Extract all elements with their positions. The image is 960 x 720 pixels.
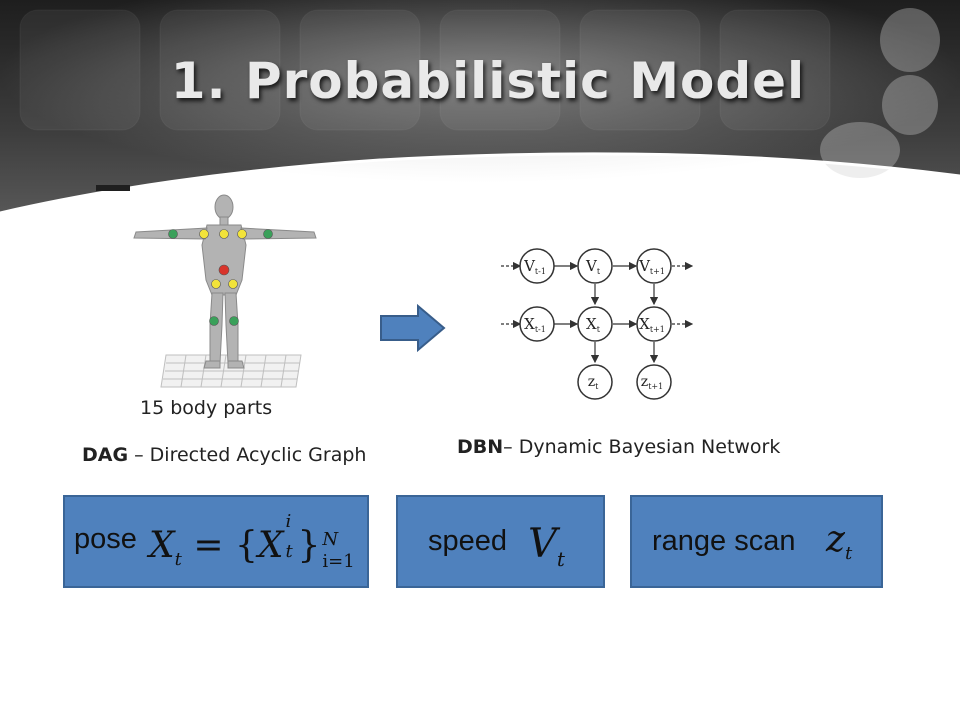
dbn-caption: DBN– Dynamic Bayesian Network xyxy=(457,436,780,458)
node-subscript: t xyxy=(595,382,599,391)
svg-text:Xt: Xt xyxy=(586,315,601,334)
right-arrow-icon xyxy=(380,303,446,353)
dag-abbreviation: DAG xyxy=(82,444,129,466)
svg-text:Vt+1: Vt+1 xyxy=(638,257,665,276)
dbn-node-x-next xyxy=(636,306,672,342)
formula-subscript: t xyxy=(174,549,182,571)
formula-subscript: t xyxy=(556,547,565,571)
formula-subscript: t xyxy=(844,543,853,565)
node-label: X xyxy=(586,315,597,333)
range-scan-box: range scan zt xyxy=(630,495,883,588)
dbn-description: – Dynamic Bayesian Network xyxy=(503,436,781,458)
node-label: V xyxy=(585,257,598,275)
human-body-model-figure xyxy=(96,185,317,388)
node-label: z xyxy=(588,374,595,390)
formula-subscript: t xyxy=(285,541,293,562)
pose-label: pose xyxy=(74,523,137,555)
formula-variable: X xyxy=(257,525,284,566)
speed-label: speed xyxy=(428,525,508,557)
node-subscript: t-1 xyxy=(535,325,546,334)
node-subscript: t xyxy=(597,325,601,334)
dag-caption: DAG – Directed Acyclic Graph xyxy=(82,444,366,466)
dbn-node-x-prev xyxy=(519,306,555,342)
speed-box: speed Vt xyxy=(396,495,605,588)
image-edge-mark xyxy=(96,185,130,191)
formula-superscript: i xyxy=(285,511,292,532)
range-scan-formula: zt xyxy=(826,519,852,564)
header-banner xyxy=(0,0,960,215)
body-parts-caption: 15 body parts xyxy=(140,397,273,419)
node-label: V xyxy=(523,257,536,275)
dbn-node-x-cur xyxy=(577,306,613,342)
svg-text:Xt+1: Xt+1 xyxy=(639,315,665,334)
node-label: X xyxy=(524,315,535,333)
range-scan-label: range scan xyxy=(652,525,796,557)
node-label: V xyxy=(638,257,651,275)
body-silhouette xyxy=(133,194,317,369)
ground-grid xyxy=(160,354,302,388)
slide-title: 1. Probabilistic Model xyxy=(170,52,806,110)
svg-text:Xt-1: Xt-1 xyxy=(524,315,546,334)
node-subscript: t-1 xyxy=(535,267,546,276)
dag-description: – Directed Acyclic Graph xyxy=(128,444,367,466)
formula-upper-limit: N xyxy=(322,529,339,550)
node-subscript: t+1 xyxy=(648,382,663,391)
dbn-abbreviation: DBN xyxy=(457,436,504,458)
body-joint-markers xyxy=(168,229,273,326)
dbn-node-v-prev xyxy=(519,248,555,284)
dbn-node-z-cur xyxy=(577,364,613,400)
formula-variable: V xyxy=(528,521,557,567)
node-subscript: t+1 xyxy=(650,325,665,334)
dbn-node-v-next xyxy=(636,248,672,284)
formula-equals: = xyxy=(193,525,224,566)
dbn-node-v-cur xyxy=(577,248,613,284)
svg-text:zt+1: zt+1 xyxy=(641,374,663,391)
dbn-diagram: Vt-1 Vt Vt+1 Xt-1 Xt Xt+1 zt zt+1 xyxy=(501,248,694,400)
node-label: X xyxy=(639,315,650,333)
node-label: z xyxy=(641,374,648,390)
formula-variable: X xyxy=(149,525,175,566)
dbn-node-z-next xyxy=(636,364,672,400)
node-subscript: t xyxy=(597,267,601,276)
svg-text:zt: zt xyxy=(588,374,599,391)
svg-text:Vt: Vt xyxy=(585,257,601,276)
node-subscript: t+1 xyxy=(650,267,665,276)
formula-variable: z xyxy=(826,519,845,560)
formula-lower-limit: i=1 xyxy=(322,551,355,572)
svg-text:Vt-1: Vt-1 xyxy=(523,257,546,276)
speed-formula: Vt xyxy=(528,521,565,571)
